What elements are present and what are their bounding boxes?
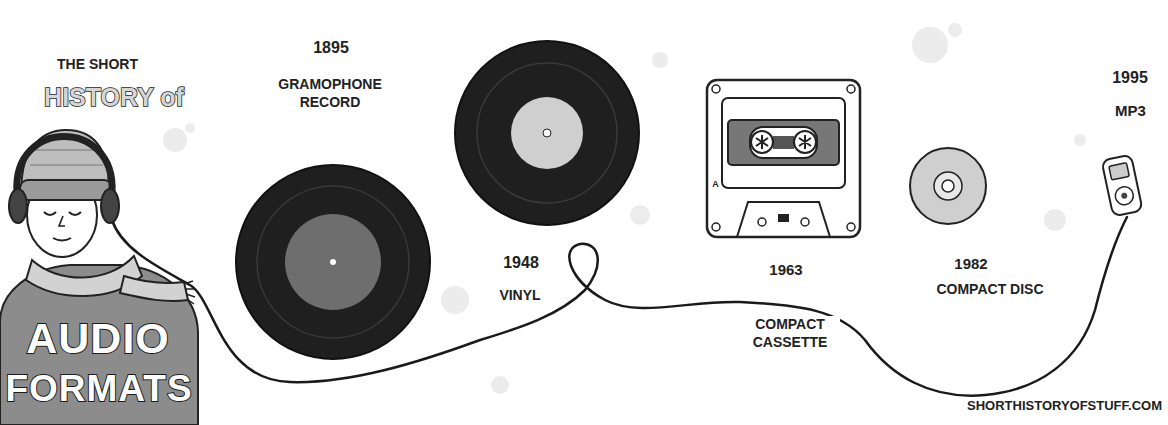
record-groove: [257, 186, 409, 338]
ink-splatter: [441, 286, 469, 314]
cd-ring: [934, 172, 962, 200]
ink-splatter: [1074, 134, 1086, 146]
mouth: [53, 238, 71, 241]
record-disc: [236, 165, 430, 359]
format-label: COMPACT CASSETTE: [740, 316, 840, 351]
scarf-end: [120, 276, 188, 301]
closed-eyes: [44, 212, 81, 215]
cassette-screw: [847, 223, 855, 231]
scarf-fringe: [184, 281, 195, 304]
vinyl-label: [511, 97, 583, 169]
title-line: AUDIO: [20, 312, 176, 366]
mp3-player: [1102, 154, 1143, 216]
year-label: 1948: [490, 253, 552, 273]
website-credit: SHORTHISTORYOFSTUFF.COM: [900, 398, 1162, 414]
format-label: VINYL: [485, 287, 555, 305]
headphone-cup: [9, 189, 27, 223]
vinyl-hole: [543, 129, 551, 137]
title-line: FORMATS: [3, 366, 195, 412]
reel-spokes: [756, 135, 811, 149]
ink-splatter: [185, 123, 195, 133]
format-label: MP3: [1103, 102, 1158, 121]
format-label: GRAMOPHONE RECORD: [265, 76, 395, 111]
vinyl-disc: [455, 41, 639, 225]
cassette-hole: [778, 214, 789, 222]
year-label: 1895: [295, 38, 367, 58]
cassette-label: [722, 98, 845, 188]
headphone-band: [17, 137, 112, 193]
record-label: [285, 214, 381, 310]
ink-splatter: [163, 128, 187, 152]
player-screen: [1109, 163, 1130, 180]
cassette-tape: [773, 136, 794, 149]
cd-hole: [942, 180, 954, 192]
beanie-brim: [20, 180, 112, 200]
beanie-stripe: [30, 150, 103, 165]
cd-disc: [910, 148, 986, 224]
cassette-screw: [847, 85, 855, 93]
format-label: COMPACT DISC: [922, 281, 1058, 299]
headphone-cup: [101, 189, 119, 223]
gramophone-record: [236, 165, 430, 359]
nose: [59, 216, 65, 226]
vinyl-record: [455, 41, 639, 225]
cassette-hole: [801, 218, 809, 226]
cassette-band: [728, 120, 839, 165]
ink-splatter: [163, 23, 1086, 394]
ink-splatter: [1044, 209, 1066, 231]
title-line: THE SHORT: [40, 56, 155, 74]
cassette-shell: [707, 80, 860, 237]
cassette-window: [750, 127, 817, 158]
title-line: HISTORY of: [28, 82, 200, 113]
player-button: [1121, 192, 1128, 199]
ink-splatter: [912, 27, 948, 63]
listener-figure: [0, 130, 198, 425]
record-hole: [330, 259, 336, 265]
year-label: 1963: [755, 261, 817, 280]
cassette-head-area: [737, 202, 830, 237]
year-label: 1995: [1100, 68, 1160, 88]
player-wheel: [1114, 185, 1135, 206]
ink-splatter: [948, 23, 962, 37]
player-body: [1102, 154, 1143, 216]
cassette-screw: [712, 223, 720, 231]
cassette-hole: [758, 218, 766, 226]
cassette: [707, 80, 860, 237]
ink-splatter: [491, 376, 509, 394]
ink-splatter: [652, 52, 668, 68]
ink-splatter: [630, 205, 650, 225]
cassette-screw: [712, 85, 720, 93]
vinyl-groove: [477, 63, 617, 203]
compact-disc: [910, 148, 986, 224]
side-letter: A: [710, 179, 721, 190]
year-label: 1982: [940, 255, 1002, 274]
